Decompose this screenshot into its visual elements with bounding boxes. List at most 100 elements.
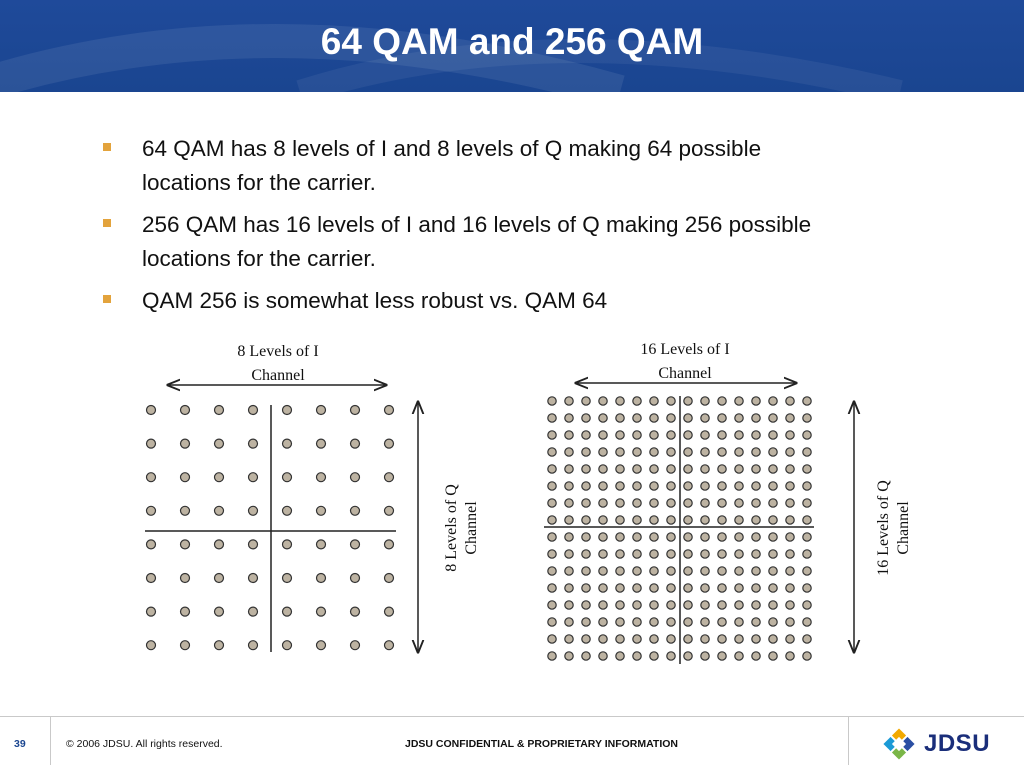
qam64-constellation-point [247, 472, 259, 483]
qam256-constellation-point [649, 651, 659, 661]
qam64-constellation-point [179, 404, 191, 416]
qam64-constellation-point [145, 438, 157, 449]
qam64-dots [145, 404, 395, 651]
qam64-constellation-point [179, 572, 191, 584]
bullet-item: QAM 256 is somewhat less robust vs. QAM … [100, 284, 820, 318]
qam256-constellation-point [734, 396, 744, 406]
qam256-constellation-point [802, 464, 812, 474]
qam64-constellation-point [349, 404, 361, 416]
qam256-constellation-point [649, 617, 659, 627]
qam256-constellation-point [683, 430, 693, 440]
qam256-constellation-point [751, 566, 761, 576]
qam256-constellation-point [717, 583, 727, 593]
qam256-constellation-point [615, 481, 625, 491]
qam256-constellation-point [785, 430, 795, 440]
qam256-constellation-point [768, 532, 778, 542]
qam256-constellation-point [666, 651, 676, 661]
qam64-constellation-point [145, 472, 157, 483]
qam256-constellation-point [649, 634, 659, 644]
qam256-constellation-point [700, 634, 710, 644]
qam64-constellation-point [145, 505, 157, 516]
qam256-constellation-point [649, 532, 659, 542]
qam256-constellation-point [717, 396, 727, 406]
qam256-constellation-point [717, 413, 727, 423]
qam256-constellation-point [768, 481, 778, 491]
qam256-constellation-point [547, 600, 557, 610]
qam256-constellation-point [717, 566, 727, 576]
qam256-constellation-point [615, 566, 625, 576]
qam256-constellation-point [649, 515, 659, 525]
qam256-constellation-point [581, 549, 591, 559]
qam256-constellation-point [802, 617, 812, 627]
qam256-constellation-point [768, 651, 778, 661]
qam64-constellation-point [213, 472, 225, 483]
qam64-constellation-point [247, 505, 259, 516]
qam256-constellation-point [666, 430, 676, 440]
footer-divider [0, 716, 1024, 717]
qam256-constellation-point [632, 464, 642, 474]
qam256-constellation-point [632, 515, 642, 525]
qam256-constellation-point [751, 515, 761, 525]
qam256-constellation-point [547, 396, 557, 406]
qam64-constellation-point [383, 572, 395, 584]
qam256-constellation-point [802, 515, 812, 525]
qam256-constellation-point [785, 651, 795, 661]
qam256-constellation-point [717, 430, 727, 440]
qam256-constellation-point [632, 634, 642, 644]
qam64-q-label-line2: Channel [463, 501, 480, 555]
qam256-i-label-line1: 16 Levels of I [640, 341, 729, 358]
qam256-constellation-point [581, 600, 591, 610]
qam256-constellation-point [666, 617, 676, 627]
bullet-text: QAM 256 is somewhat less robust vs. QAM … [142, 288, 608, 313]
qam256-constellation-point [683, 549, 693, 559]
qam256-constellation-point [785, 515, 795, 525]
qam256-constellation-point [700, 583, 710, 593]
qam256-constellation-point [785, 532, 795, 542]
qam64-constellation-point [179, 472, 191, 483]
qam256-constellation-point [564, 651, 574, 661]
footer-separator [848, 717, 849, 765]
qam256-constellation-point [717, 498, 727, 508]
qam256-constellation-point [683, 515, 693, 525]
qam256-constellation-point [683, 566, 693, 576]
qam256-constellation-point [683, 600, 693, 610]
title-swoosh-decoration [0, 24, 903, 92]
qam256-constellation-point [615, 634, 625, 644]
qam256-constellation-point [700, 481, 710, 491]
qam256-constellation-point [768, 634, 778, 644]
qam256-constellation-point [785, 413, 795, 423]
qam256-constellation-point [734, 515, 744, 525]
qam64-constellation-point [145, 640, 157, 651]
qam256-constellation-point [734, 634, 744, 644]
qam256-constellation-point [734, 413, 744, 423]
qam64-constellation-point [315, 404, 327, 416]
slide-title: 64 QAM and 256 QAM [320, 21, 704, 62]
qam256-constellation-point [632, 481, 642, 491]
qam256-constellation-point [717, 532, 727, 542]
qam256-constellation-point [700, 566, 710, 576]
qam256-constellation-point [598, 532, 608, 542]
qam64-constellation-point [179, 640, 191, 651]
qam256-constellation-point [649, 430, 659, 440]
qam256-constellation-point [666, 515, 676, 525]
qam256-constellation-point [547, 498, 557, 508]
qam64-constellation-point [213, 438, 225, 449]
qam256-constellation-point [768, 566, 778, 576]
qam256-constellation-point [802, 498, 812, 508]
qam256-constellation-point [564, 430, 574, 440]
qam256-constellation-point [683, 481, 693, 491]
qam64-constellation-point [349, 472, 361, 483]
qam256-constellation-point [785, 447, 795, 457]
qam256-constellation-point [632, 651, 642, 661]
qam256-constellation-point [785, 464, 795, 474]
qam256-constellation-point [768, 396, 778, 406]
square-bullet-icon [103, 219, 111, 227]
qam256-constellation-point [615, 447, 625, 457]
qam256-constellation-point [632, 396, 642, 406]
qam256-constellation-point [598, 651, 608, 661]
qam256-constellation-point [717, 464, 727, 474]
qam256-constellation-point [649, 549, 659, 559]
qam256-constellation-point [785, 396, 795, 406]
qam256-constellation-point [734, 481, 744, 491]
qam256-constellation-point [547, 617, 557, 627]
